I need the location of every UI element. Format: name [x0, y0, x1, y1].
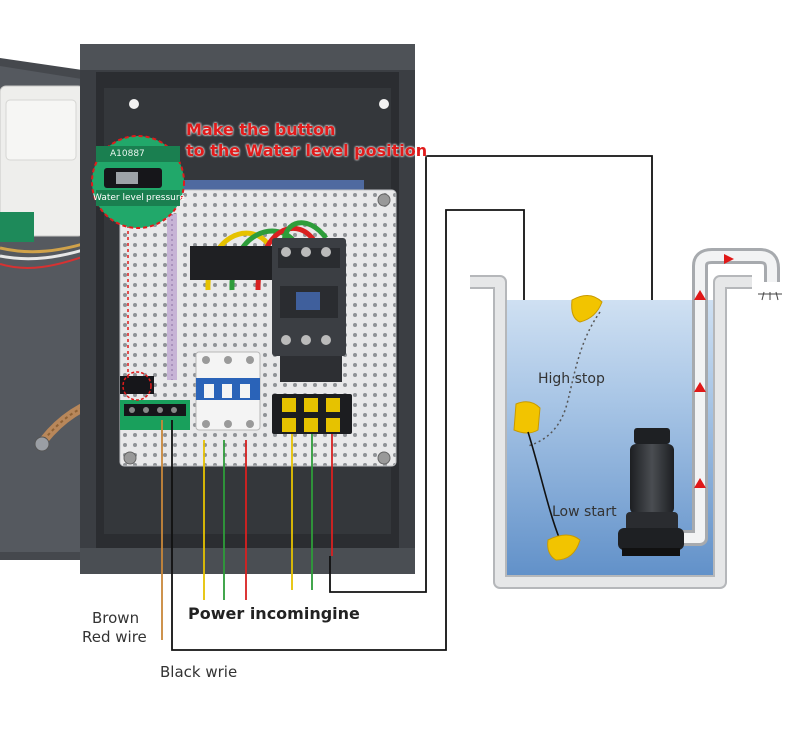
contactor-icon — [272, 238, 346, 356]
switch-left-label: Water level — [93, 193, 144, 203]
float-switch-icon — [513, 295, 603, 561]
control-terminal-board — [120, 376, 190, 430]
signal-wires — [171, 155, 653, 651]
black-wire-label: Black wrie — [160, 663, 238, 681]
arrow-up-icon — [694, 290, 706, 488]
brown-wire-label: Brown — [92, 609, 140, 627]
low-start-label: Low start — [552, 504, 617, 520]
external-wiring — [161, 420, 333, 640]
switch-model-label: A10887 — [110, 149, 145, 159]
instruction-callout-line1: Make the button — [186, 120, 336, 139]
tank — [470, 275, 752, 589]
arrow-right-icon — [724, 254, 734, 264]
terminal-block-icon — [272, 394, 352, 434]
instruction-callout-line2: to the Water level position — [186, 141, 428, 160]
high-stop-label: High stop — [538, 371, 605, 387]
red-wire-label: Red wire — [82, 628, 147, 646]
breaker-icon — [190, 246, 286, 431]
power-incoming-label: Power incomingine — [188, 604, 360, 623]
switch-right-label: pressure — [146, 193, 185, 203]
water-level-switch-icon — [91, 135, 185, 229]
pump-icon — [618, 428, 684, 556]
cabinet-door — [0, 58, 110, 560]
discharge-pipe — [660, 248, 782, 546]
